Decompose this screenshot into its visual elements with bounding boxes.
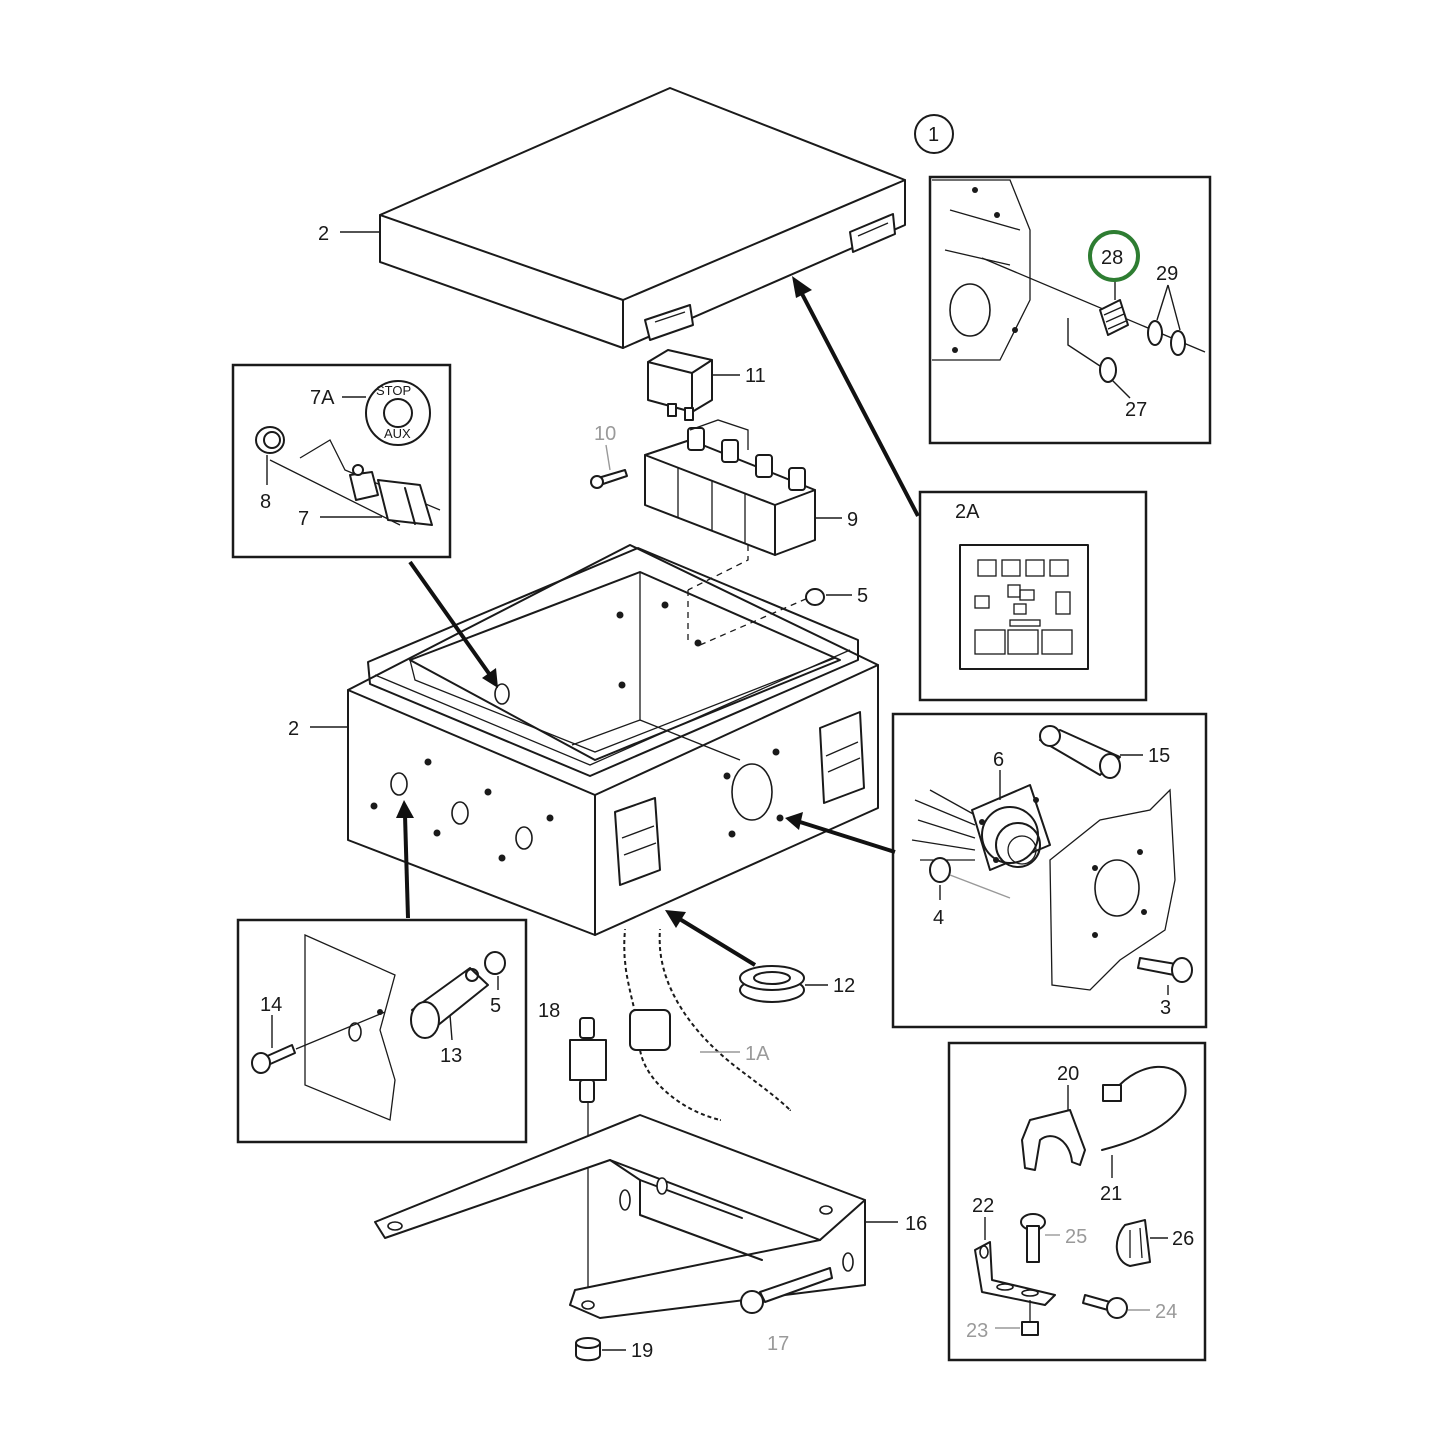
screw-part-17[interactable] xyxy=(740,1267,833,1314)
label-25: 25 xyxy=(1065,1226,1087,1248)
fitting-part-28[interactable] xyxy=(1099,299,1129,336)
relay-part-11[interactable] xyxy=(647,349,713,421)
screw-part-14[interactable] xyxy=(251,1011,386,1074)
label-11: 11 xyxy=(745,365,766,387)
plug-part-4[interactable] xyxy=(929,857,951,883)
nut-part-23[interactable] xyxy=(1021,1300,1039,1336)
knob-part-7A[interactable]: STOP AUX xyxy=(365,380,431,446)
label-18: 18 xyxy=(538,1000,560,1022)
label-4: 4 xyxy=(933,907,944,929)
detail-box-2A xyxy=(918,490,1148,702)
standoff-part-18[interactable] xyxy=(569,1017,607,1300)
label-10: 10 xyxy=(594,423,616,445)
label-15: 15 xyxy=(1148,745,1170,767)
label-1: 1 xyxy=(928,124,939,146)
label-14: 14 xyxy=(260,994,282,1016)
label-7: 7 xyxy=(298,508,309,530)
label-19: 19 xyxy=(631,1340,653,1362)
latch-part-13[interactable] xyxy=(410,967,489,1039)
detail-box-valve xyxy=(928,175,1212,445)
fuse-block-part-9[interactable] xyxy=(644,419,816,556)
nut-part-5-detail[interactable] xyxy=(484,951,506,975)
label-26: 26 xyxy=(1172,1228,1194,1250)
bolt-part-25[interactable] xyxy=(1020,1213,1046,1263)
label-20: 20 xyxy=(1057,1063,1079,1085)
label-13: 13 xyxy=(440,1045,462,1067)
clip-part-20[interactable] xyxy=(1021,1109,1086,1171)
label-6: 6 xyxy=(993,749,1004,771)
highlight-circle-28 xyxy=(1088,230,1140,282)
lid-part-2[interactable] xyxy=(379,87,906,349)
dust-cap-part-15[interactable] xyxy=(1039,725,1121,779)
nut-part-5[interactable] xyxy=(805,588,825,606)
label-16: 16 xyxy=(905,1213,927,1235)
label-24: 24 xyxy=(1155,1301,1177,1323)
label-22: 22 xyxy=(972,1195,994,1217)
bracket-part-22[interactable] xyxy=(974,1241,1056,1306)
bolt-part-3[interactable] xyxy=(1137,957,1193,983)
connector-part-6[interactable] xyxy=(911,784,1051,871)
label-8: 8 xyxy=(260,491,271,513)
label-5-detail: 5 xyxy=(490,995,501,1017)
label-5-box: 5 xyxy=(857,585,868,607)
seal-part-27[interactable] xyxy=(1099,357,1117,383)
label-2-box: 2 xyxy=(288,718,299,740)
grommet-part-12[interactable] xyxy=(739,965,805,1003)
switch-part-7[interactable] xyxy=(349,464,433,526)
screw-part-10[interactable] xyxy=(590,469,628,489)
label-12: 12 xyxy=(833,975,855,997)
label-2-lid: 2 xyxy=(318,223,329,245)
knob-text-stop: STOP xyxy=(376,383,411,398)
detail-box-switch xyxy=(231,363,452,559)
label-3: 3 xyxy=(1160,997,1171,1019)
label-21: 21 xyxy=(1100,1183,1122,1205)
oring-part-29[interactable] xyxy=(1147,320,1186,356)
screw-part-24[interactable] xyxy=(1082,1294,1128,1319)
label-29: 29 xyxy=(1156,263,1178,285)
label-23: 23 xyxy=(966,1320,988,1342)
nut-part-19[interactable] xyxy=(575,1337,601,1362)
bracket-part-16[interactable] xyxy=(374,1114,866,1319)
label-9: 9 xyxy=(847,509,858,531)
label-17: 17 xyxy=(767,1333,789,1355)
enclosure-box-part-2[interactable] xyxy=(347,544,879,936)
cable-tie-part-21[interactable] xyxy=(1101,1065,1187,1151)
label-7A: 7A xyxy=(310,387,335,409)
label-27: 27 xyxy=(1125,399,1147,421)
label-2A: 2A xyxy=(955,501,980,523)
clip-part-26[interactable] xyxy=(1115,1219,1151,1267)
detail-box-latch-mount xyxy=(236,918,528,1144)
label-1A: 1A xyxy=(745,1043,770,1065)
detail-box-clips xyxy=(947,1041,1207,1362)
cable-harness-part-1A[interactable] xyxy=(619,929,794,1125)
label-28: 28 xyxy=(1101,247,1123,269)
callout-circle-1 xyxy=(914,114,954,154)
nut-part-8[interactable] xyxy=(255,426,285,454)
knob-text-aux: AUX xyxy=(384,426,411,441)
